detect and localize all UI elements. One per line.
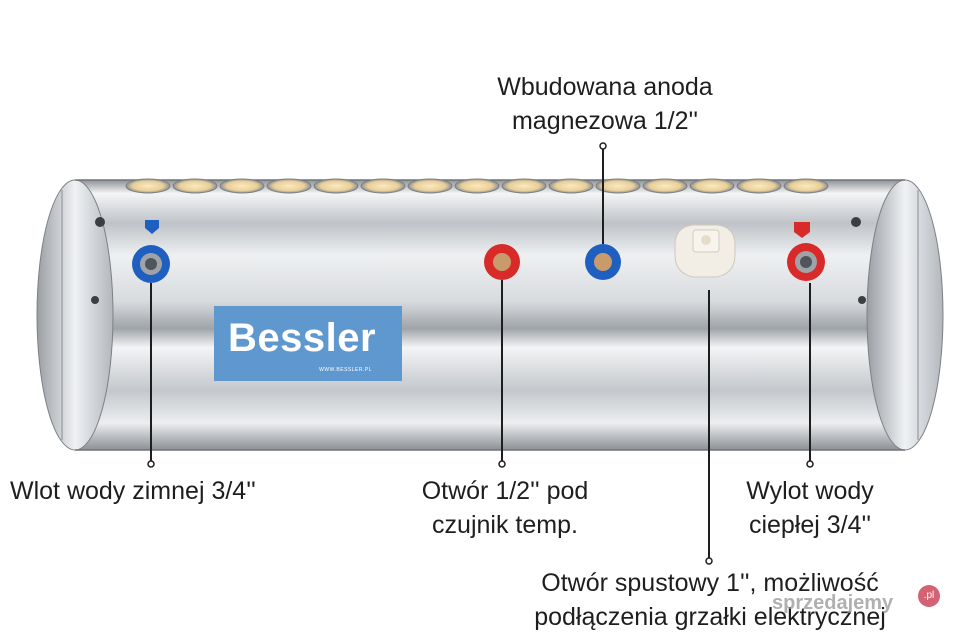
hot-outlet-fitting [787,222,825,281]
callout-line: Wylot wody [746,477,874,505]
callout-hot-outlet: Wylot wody ciepłej 3/4'' [700,474,920,542]
tube-sockets [125,178,829,194]
callout-leaders [150,146,811,560]
callout-line: Wbudowana anoda [497,73,713,101]
cold-inlet-fitting [132,220,170,283]
callout-line: ciepłej 3/4'' [748,511,872,539]
mount-screws [91,217,866,304]
callout-line: czujnik temp. [432,511,578,539]
callout-line: Otwór spustowy 1'', możliwość [541,569,879,597]
callout-line: Otwór 1/2'' pod [421,477,589,505]
callout-line: magnezowa 1/2'' [511,107,699,135]
callout-anode: Wbudowana anoda magnezowa 1/2'' [455,70,755,138]
callout-cold-inlet: Wlot wody zimnej 3/4'' [10,474,310,508]
callout-line: Wlot wody zimnej 3/4'' [10,477,256,505]
callout-sensor: Otwór 1/2'' pod czujnik temp. [380,474,630,542]
sensor-port-fitting [484,244,520,280]
watermark-badge: .pl [918,585,940,607]
logo-wordmark: Bessler [228,316,377,360]
anode-fitting [585,244,621,280]
tank-body [36,179,944,451]
callout-dots [147,142,814,565]
callout-line: podłączenia grzałki elektrycznej [534,603,886,631]
callout-drain: Otwór spustowy 1'', możliwość podłączeni… [495,566,925,634]
logo-url: WWW.BESSLER.PL [319,367,372,373]
drain-port-fitting [674,224,736,278]
bessler-logo: Bessler WWW.BESSLER.PL [214,306,402,381]
watermark-text: sprzedajemy [772,592,894,614]
